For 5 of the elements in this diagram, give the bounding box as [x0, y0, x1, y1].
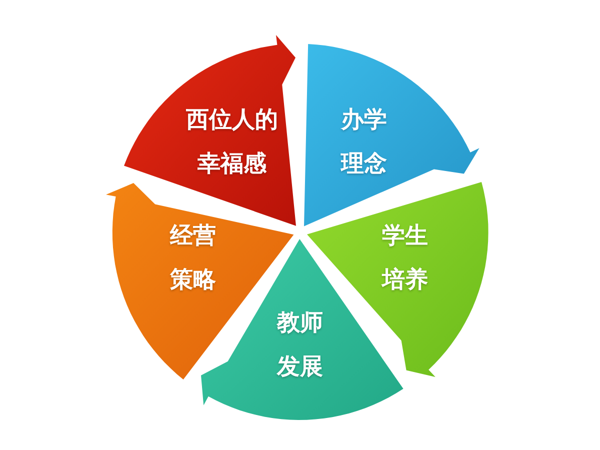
- segment-label: 经营策略: [168, 222, 217, 295]
- segment-label: 西位人的幸福感: [184, 106, 279, 179]
- segment-label: 办学理念: [340, 106, 388, 179]
- segment-label: 学生培养: [380, 222, 429, 295]
- segment-label: 教师发展: [276, 309, 324, 382]
